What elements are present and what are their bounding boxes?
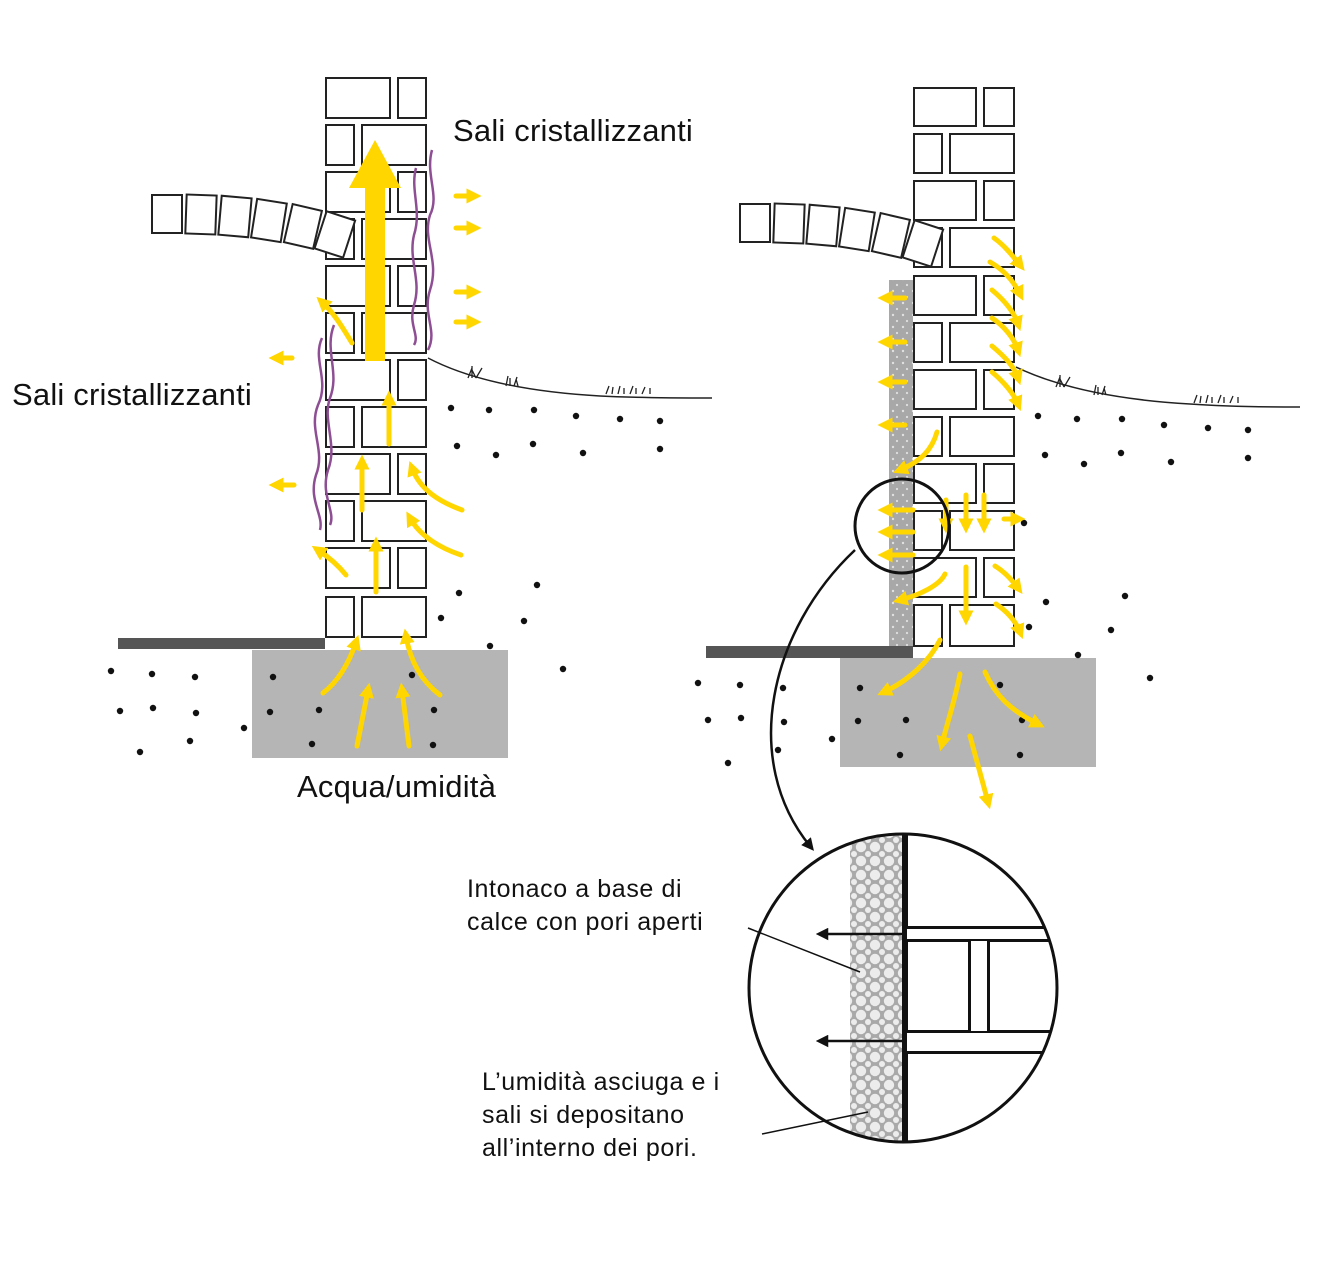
left-soil-dots — [107, 404, 664, 756]
drying-label-line1: L’umidità asciuga e i — [482, 1068, 720, 1096]
drying-label-line3: all’interno dei pori. — [482, 1134, 698, 1162]
left-big-arrow — [349, 140, 401, 361]
zoom-indicator-circle — [853, 477, 951, 575]
left-floor-slab — [118, 638, 325, 649]
detail-zoom — [747, 832, 1059, 1144]
right-brick-column — [913, 87, 1015, 647]
right-grass — [1055, 375, 1239, 404]
plaster-leader-line — [747, 927, 861, 973]
left-moisture-arrows — [268, 188, 482, 749]
drying-leader-line — [761, 1111, 869, 1135]
right-foundation — [840, 658, 1096, 767]
detail-plaster-pores — [850, 834, 902, 1142]
right-wall — [694, 87, 1301, 851]
left-wall — [107, 77, 713, 758]
right-floor-slab — [706, 646, 913, 658]
plaster-label-line1: Intonaco a base di — [467, 875, 683, 903]
right-soil-dots — [694, 412, 1252, 767]
left-arch — [151, 193, 357, 259]
salts-left-label: Sali cristallizzanti — [12, 377, 253, 412]
drying-label-line2: sali si depositano — [482, 1101, 685, 1129]
detail-bricks — [904, 834, 1057, 1142]
salts-top-label: Sali cristallizzanti — [453, 113, 694, 148]
detail-circle-outline — [747, 832, 1059, 1144]
right-moisture-arrows — [877, 235, 1045, 810]
water-label: Acqua/umidità — [297, 769, 497, 804]
zoom-connector-arrow — [769, 549, 856, 851]
detail-arrows — [815, 927, 902, 1048]
right-ground-line — [1015, 366, 1301, 408]
left-grass — [467, 366, 651, 395]
left-salt-efflorescence — [312, 149, 435, 531]
plaster-label-line2: calce con pori aperti — [467, 908, 704, 936]
left-ground-line — [427, 357, 713, 399]
right-arch — [739, 202, 945, 268]
left-foundation — [252, 650, 508, 758]
